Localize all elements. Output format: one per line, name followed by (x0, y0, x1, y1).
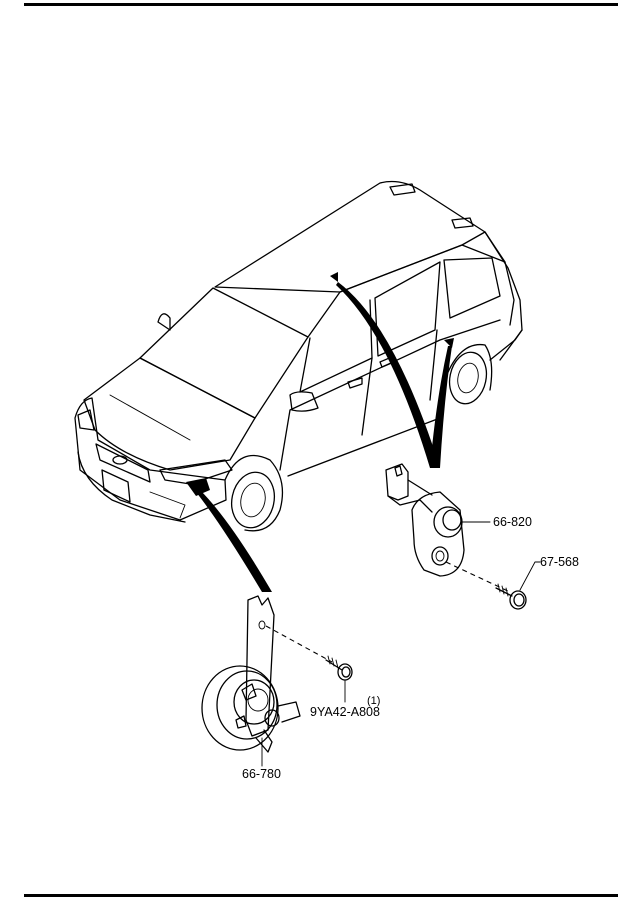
bolt-illustration (265, 625, 353, 681)
top-border-rule (24, 3, 618, 6)
horn-illustration (201, 595, 301, 753)
part-label-bolt[interactable]: 9YA42-A808 (310, 705, 380, 719)
part-label-horn[interactable]: 66-780 (242, 767, 281, 781)
part-quantity-bolt: (1) (367, 695, 380, 707)
screw-illustration (445, 561, 527, 610)
vehicle-illustration (74, 180, 523, 532)
part-label-screw[interactable]: 67-568 (540, 555, 579, 569)
bottom-border-rule (24, 894, 618, 897)
callout-pointers (196, 282, 452, 592)
part-label-door-switch[interactable]: 66-820 (493, 515, 532, 529)
leader-lines (261, 521, 541, 767)
door-switch-illustration (385, 463, 465, 577)
